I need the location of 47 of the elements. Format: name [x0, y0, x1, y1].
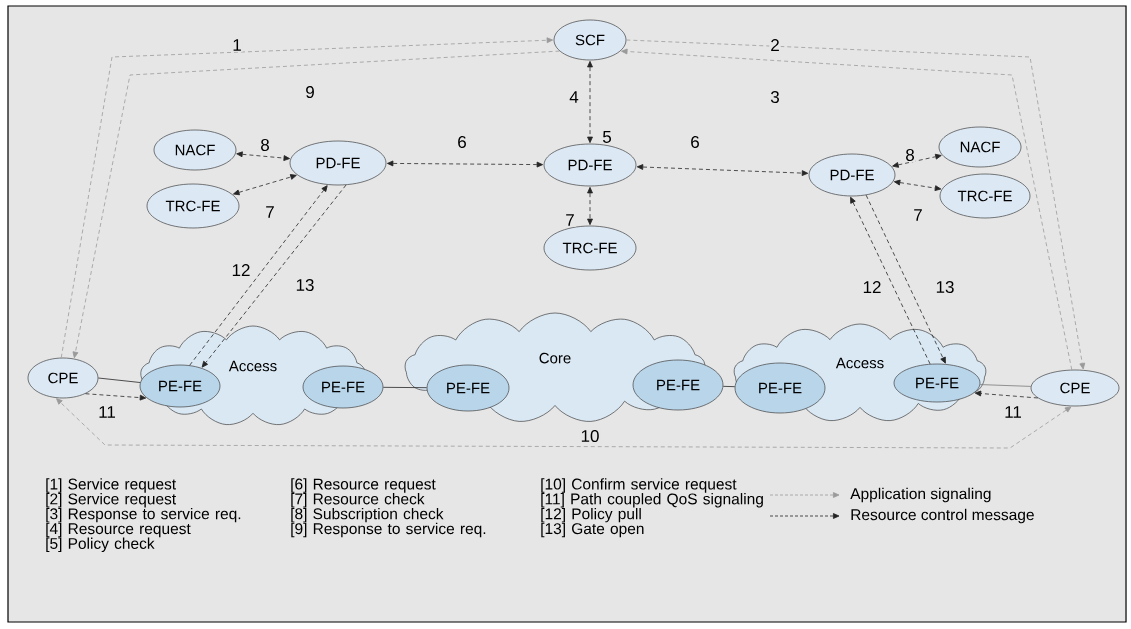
key-entry: [1] Service request: [46, 478, 176, 493]
key-entry: [2] Service request: [46, 493, 176, 508]
edge-label: 8: [904, 148, 916, 162]
edge-label: 7: [912, 208, 924, 222]
arrow: [189, 185, 328, 366]
legend-text: Resource control message: [851, 508, 1034, 524]
arrow: [892, 153, 942, 168]
arrow: [865, 194, 946, 364]
arrow: [236, 151, 290, 161]
arrow: [636, 164, 809, 176]
key-entry: [3] Response to service req.: [46, 507, 241, 523]
arrow: [893, 179, 942, 191]
key-entry: [10] Confirm service request: [541, 478, 737, 493]
edge-label: 4: [568, 90, 580, 104]
edge-label: 3: [769, 90, 781, 104]
edge-label: 6: [456, 135, 468, 149]
edge-label: 2: [769, 38, 781, 52]
arrow: [233, 174, 297, 196]
arrow: [386, 160, 544, 168]
arrow: [850, 196, 931, 365]
edge-label: 7: [564, 213, 576, 227]
key-entry: [6] Resource request: [291, 478, 436, 493]
key-entry: [13] Gate open: [541, 522, 644, 538]
arrow: [587, 186, 593, 226]
step-number: 5: [602, 131, 611, 143]
key-entry: [4] Resource request: [46, 522, 191, 538]
edge-label: 9: [304, 85, 316, 99]
arrow: [201, 184, 347, 368]
arrow: [85, 393, 147, 401]
edge-label: 11: [1003, 405, 1023, 419]
key-entry: [8] Subscription check: [291, 507, 444, 523]
edge-label: 6: [689, 135, 701, 149]
edge-label: 12: [861, 280, 883, 294]
key-entry: [5] Policy check: [46, 537, 155, 553]
legend-text: Application signaling: [850, 487, 991, 503]
key-entry: [12] Policy pull: [541, 507, 641, 523]
key-entry: [9] Response to service req.: [291, 522, 486, 538]
edge-label: 8: [259, 138, 271, 152]
edge-label: 1: [231, 38, 243, 52]
edge-label: 12: [230, 263, 252, 277]
key-entry: [11] Path coupled QoS signaling: [541, 493, 763, 508]
edge-label: 7: [264, 205, 276, 219]
key-entry: [7] Resource check: [291, 493, 425, 508]
arrow: [587, 60, 593, 144]
edge-label: 11: [97, 405, 117, 419]
arrow: [56, 398, 1072, 449]
arrow: [974, 390, 1039, 399]
